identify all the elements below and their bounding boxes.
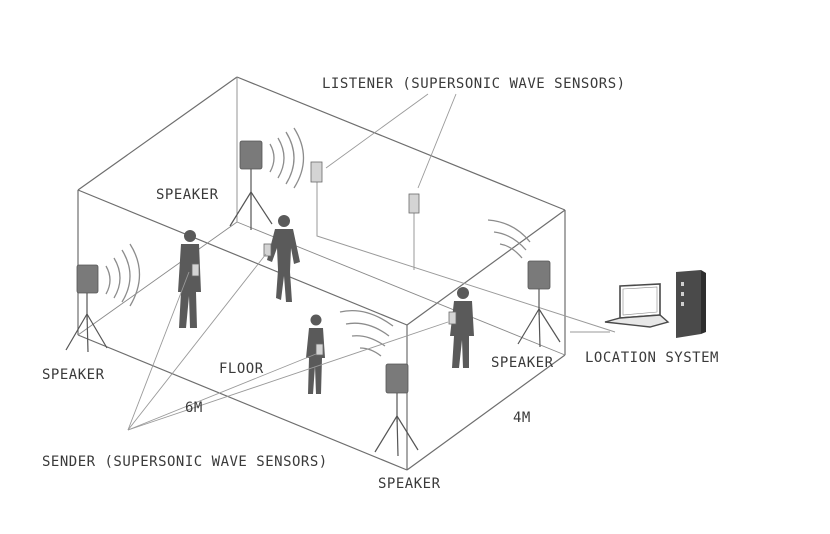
sender-label: SENDER (SUPERSONIC WAVE SENSORS) <box>42 454 328 470</box>
sender-leaders <box>127 253 449 431</box>
location-system-label: LOCATION SYSTEM <box>585 350 719 366</box>
tripod-icon <box>229 169 273 230</box>
person-2 <box>263 215 300 302</box>
depth-dimension-label: 4M <box>513 410 531 426</box>
sensor-cables <box>316 182 616 333</box>
laptop-icon <box>604 283 670 328</box>
location-system <box>604 270 706 338</box>
speaker-back <box>229 127 305 230</box>
person-3 <box>306 314 325 394</box>
person-4 <box>448 287 474 368</box>
speaker-front <box>339 309 419 457</box>
tripod-icon <box>517 289 561 348</box>
sensor-icon <box>191 263 200 277</box>
listener-sensors <box>310 161 420 214</box>
speaker-back-label: SPEAKER <box>156 187 219 203</box>
speaker-left-label: SPEAKER <box>42 367 105 383</box>
sensor-icon <box>448 311 457 325</box>
speaker-icon <box>239 140 263 170</box>
speaker-left <box>65 243 141 353</box>
person-1 <box>178 230 201 328</box>
speaker-icon <box>385 363 409 394</box>
speaker-icon <box>527 260 551 290</box>
room-wireframe <box>77 76 566 471</box>
sensor-icon <box>263 243 272 257</box>
person-icon <box>267 215 300 302</box>
speaker-icon <box>76 264 99 294</box>
tripod-icon <box>374 393 419 457</box>
server-icon <box>676 270 706 338</box>
sound-wave-icon <box>105 243 141 307</box>
sensor-icon <box>408 193 420 214</box>
speaker-right <box>487 219 561 348</box>
width-dimension-label: 6M <box>185 400 203 416</box>
floor-label: FLOOR <box>219 361 264 377</box>
person-icon <box>450 287 474 368</box>
speaker-right-label: SPEAKER <box>491 355 554 371</box>
listener-leaders <box>325 93 457 189</box>
sensor-icon <box>315 343 324 356</box>
tripod-icon <box>65 293 108 353</box>
sound-wave-icon <box>487 219 531 259</box>
sound-wave-icon <box>269 127 305 189</box>
speaker-front-label: SPEAKER <box>378 476 441 492</box>
person-icon <box>178 230 201 328</box>
listener-label: LISTENER (SUPERSONIC WAVE SENSORS) <box>322 76 626 92</box>
sensor-icon <box>310 161 323 183</box>
